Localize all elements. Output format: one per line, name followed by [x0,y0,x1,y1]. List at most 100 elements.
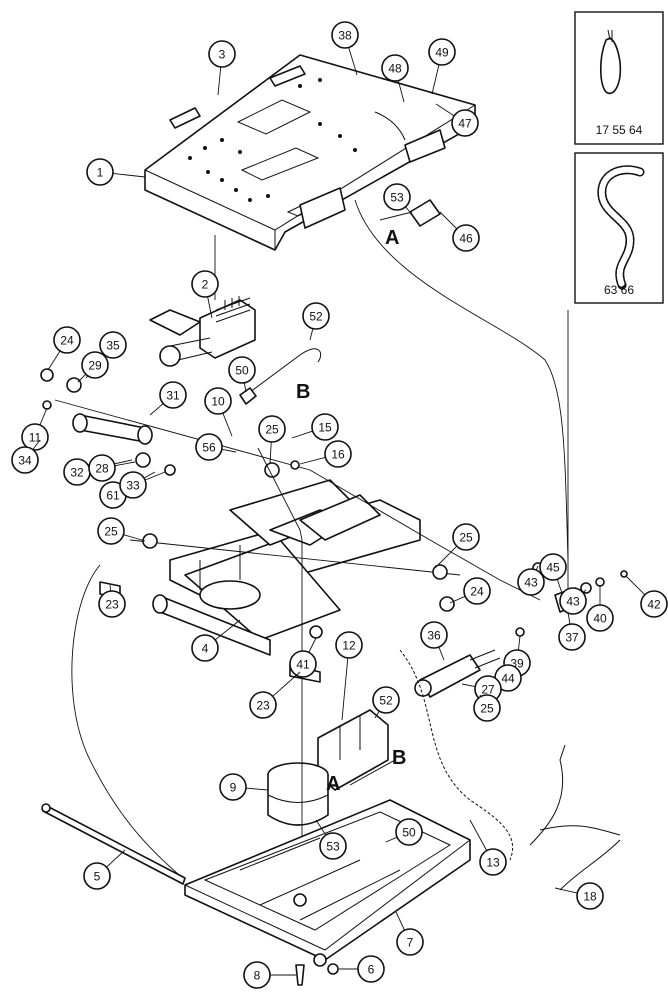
callout-leader [221,448,237,453]
callout-c23a: 23 [98,584,126,618]
callout-c56: 56 [195,433,237,461]
callout-c8: 8 [243,961,296,989]
callout-circle [11,446,39,474]
callout-leader [243,382,247,393]
shock-absorber [414,649,501,698]
callout-number: 50 [402,826,416,840]
callout-number: 48 [388,62,402,76]
callout-c28: 28 [88,454,136,482]
callout-c38: 38 [331,21,359,76]
shaft-line-mid [129,539,461,576]
callout-circle [576,882,604,910]
callout-c6: 6 [339,955,385,983]
callout-c50b: 50 [385,818,423,846]
scissor-linkage [169,479,421,641]
callout-leader [123,534,146,542]
callout-number: 43 [524,576,538,590]
shaft-line-upper [54,399,541,601]
callout-c7: 7 [395,911,424,956]
callout-number: 6 [368,963,375,977]
callout-leader [567,611,571,625]
callout-circle [191,634,219,662]
callout-circle [302,302,330,330]
callout-leader [299,456,326,465]
callout-leader [144,471,166,481]
callout-number: 1 [97,166,104,180]
callout-c52b: 52 [372,686,400,719]
cable-route [354,199,569,561]
callout-leader [32,439,41,450]
callout-number: 13 [486,856,500,870]
callout-circle [558,623,586,651]
callout-leader [77,373,87,383]
callout-number: 35 [106,339,120,353]
callout-c23b: 23 [249,671,301,719]
callout-c53a: 53 [383,183,411,213]
callout-circle [319,832,347,860]
callout-number: 52 [379,694,393,708]
callout-leader [272,671,301,697]
callout-c18: 18 [554,882,604,910]
callout-leader [47,350,61,371]
callout-circle [53,326,81,354]
hose-52-lower [349,759,396,786]
callout-c50a: 50 [228,356,256,393]
callout-number: 25 [480,702,494,716]
callout-c48: 48 [381,54,409,103]
callout-circle [331,21,359,49]
callout-number: 16 [331,448,345,462]
callout-circle [357,955,385,983]
callout-circle [420,621,448,649]
callout-leader [39,407,48,426]
callout-number: 41 [296,658,310,672]
callout-number: 25 [265,423,279,437]
rear-roller-tube [72,413,153,445]
callout-leader [106,849,126,868]
inset-hose: 63 66 [574,152,664,304]
callout-c52a: 52 [302,302,330,341]
callout-circle [451,109,479,137]
callout-circle [395,818,423,846]
callout-c40: 40 [586,585,614,632]
callout-c43a: 43 [517,565,545,596]
callout-c25c: 25 [434,523,480,569]
inset-hose-caption: 63 66 [604,283,634,297]
callout-number: 12 [342,639,356,653]
callout-c25d: 25 [473,694,501,722]
callout-number: 42 [647,598,661,612]
callout-c5: 5 [83,849,126,890]
callout-circle [204,387,232,415]
callout-number: 11 [29,431,42,445]
callout-circle [191,270,219,298]
callout-c47: 47 [435,103,479,137]
callout-number: 28 [95,462,109,476]
callout-number: 29 [88,359,102,373]
callout-number: 15 [318,421,332,435]
callout-c11: 11 [21,407,49,451]
routing-line-left [71,564,186,881]
callout-leader [431,64,440,95]
callout-leader [449,595,466,604]
callout-leader [434,545,458,569]
callout-number: 49 [435,46,449,60]
callout-leader [308,637,317,653]
callout-leader [341,657,349,721]
callout-c37: 37 [558,611,586,651]
callout-number: 23 [256,699,270,713]
callout-c41: 41 [289,637,317,678]
callout-number: 50 [235,364,249,378]
callout-number: 24 [60,334,74,348]
callout-c3: 3 [208,40,236,96]
callout-leader [374,710,380,719]
callout-c36: 36 [420,621,448,661]
callout-number: 45 [546,561,560,575]
callout-leader [214,619,241,641]
callout-number: 3 [219,48,226,62]
harness-13 [399,649,514,861]
callout-circle [83,862,111,890]
callout-circle [539,553,567,581]
callout-c2: 2 [191,270,219,319]
inset-strap-caption: 17 55 64 [596,123,643,137]
callout-number: 25 [104,525,118,539]
